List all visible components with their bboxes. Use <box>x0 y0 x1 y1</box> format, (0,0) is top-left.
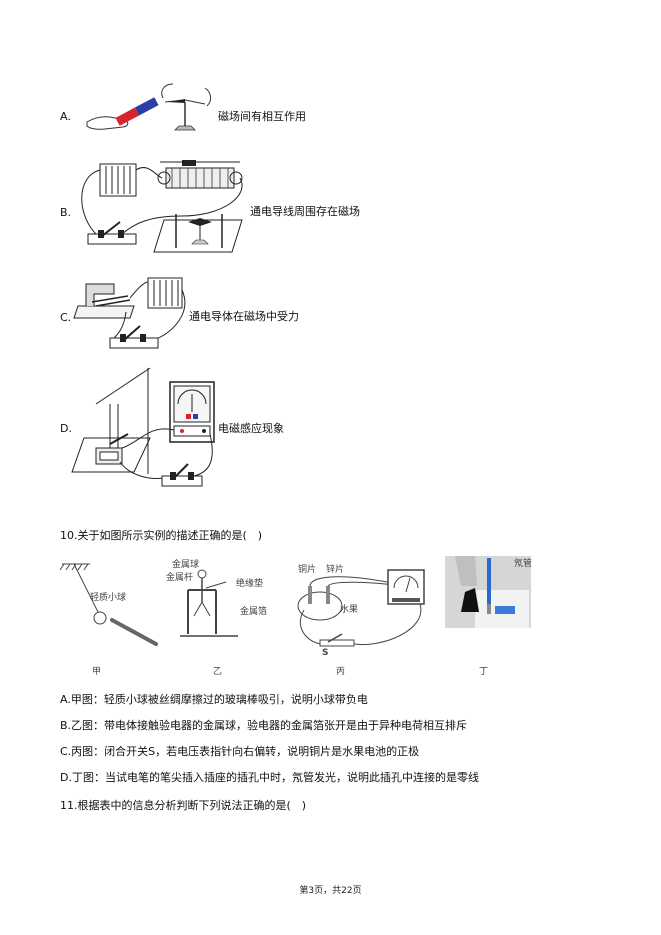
figure-a-magnets <box>86 83 212 131</box>
figure-c-motor <box>73 277 186 349</box>
caption-ding: 丁 <box>479 667 489 677</box>
figure-ding-photo <box>445 556 531 628</box>
option-c-caption: 通电导体在磁场中受力 <box>189 310 299 323</box>
question-10-option-a: A.甲图：轻质小球被丝绸摩擦过的玻璃棒吸引，说明小球带负电 <box>60 693 368 706</box>
caption-yi: 乙 <box>213 667 223 677</box>
option-d-letter: D. <box>60 422 72 435</box>
figure-ding-drawing <box>445 556 531 628</box>
question-10-option-c: C.丙图：闭合开关S，若电压表指针向右偏转，说明铜片是水果电池的正极 <box>60 745 420 758</box>
caption-bing: 丙 <box>336 667 346 677</box>
label-yi-ball: 金属球 <box>172 560 200 570</box>
option-b-caption: 通电导线周围存在磁场 <box>250 205 360 218</box>
figure-bing-fruit-battery <box>297 569 425 647</box>
label-jia-ball: 轻质小球 <box>90 593 127 603</box>
label-bing-cu: 铜片 <box>298 565 317 575</box>
question-11-stem: 11.根据表中的信息分析判断下列说法正确的是( ) <box>60 799 307 812</box>
option-d-caption: 电磁感应现象 <box>218 422 284 435</box>
question-10-option-b: B.乙图：带电体接触验电器的金属球，验电器的金属箔张开是由于异种电荷相互排斥 <box>60 719 468 732</box>
figure-yi-electroscope <box>180 569 238 637</box>
label-yi-rod: 金属杆 <box>166 573 194 583</box>
figure-d-induction <box>71 367 215 487</box>
question-10-option-d: D.丁图：当试电笔的笔尖插入插座的插孔中时，氖管发光，说明此插孔中连接的是零线 <box>60 771 479 784</box>
option-b-letter: B. <box>60 206 72 219</box>
option-a-letter: A. <box>60 110 71 123</box>
label-bing-switch: S <box>322 648 329 658</box>
label-yi-pad: 绝缘垫 <box>236 579 264 589</box>
option-a-caption: 磁场间有相互作用 <box>218 110 306 123</box>
caption-jia: 甲 <box>92 667 102 677</box>
label-ding-tube: 氖管 <box>514 559 533 569</box>
figure-b-oersted <box>81 160 243 253</box>
label-yi-foil: 金属箔 <box>240 607 268 617</box>
figure-jia-pendulum <box>59 563 158 646</box>
label-bing-fruit: 水果 <box>340 605 359 615</box>
option-c-letter: C. <box>60 311 72 324</box>
label-bing-zn: 锌片 <box>326 565 345 575</box>
question-10-stem: 10.关于如图所示实例的描述正确的是( ) <box>60 529 263 542</box>
page-footer: 第3页，共22页 <box>299 886 362 896</box>
